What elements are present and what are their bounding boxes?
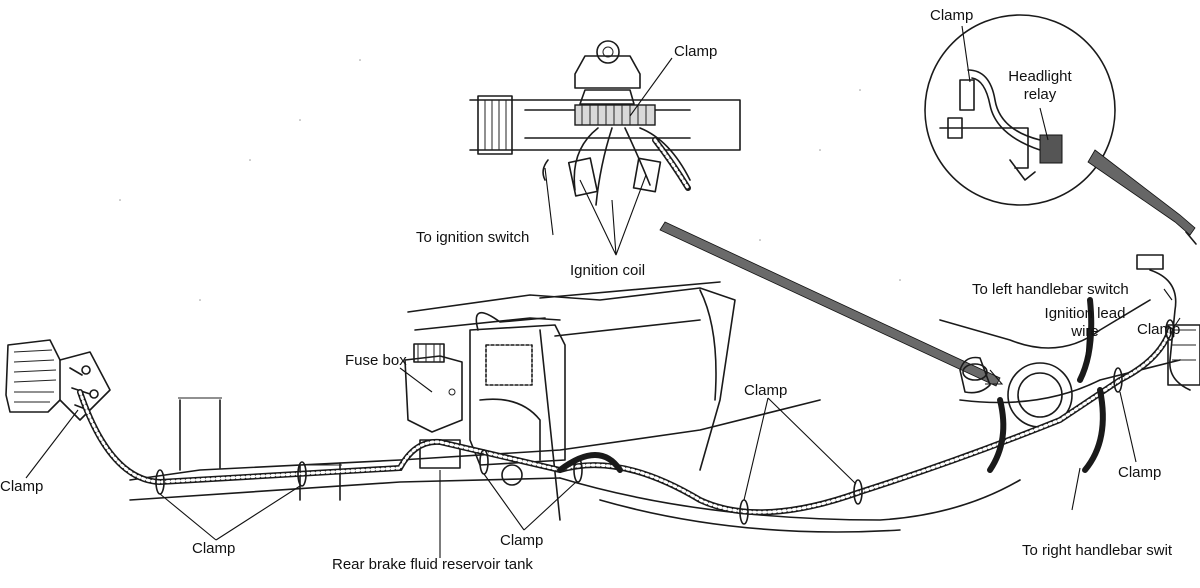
inset-pointer-band xyxy=(1087,149,1196,236)
leader-lines xyxy=(25,25,1181,558)
front-assembly xyxy=(959,254,1200,428)
label-clamp-bottom-left: Clamp xyxy=(192,540,236,557)
label-headlight-relay-line2: relay xyxy=(1023,86,1057,103)
main-harness xyxy=(77,297,1173,516)
coil-pointer-band xyxy=(659,221,1001,387)
label-ignition-lead-wire: Ignition lead wire xyxy=(1030,305,1140,341)
harness-clamps xyxy=(155,319,1175,525)
label-fuse-box: Fuse box xyxy=(345,352,407,369)
headlight-relay-inset xyxy=(924,14,1116,206)
label-clamp-bottom-center: Clamp xyxy=(500,532,544,549)
label-headlight-relay-line1: Headlight xyxy=(1008,68,1072,85)
label-to-ignition-switch: To ignition switch xyxy=(416,229,530,246)
label-clamp-right-upper: Clamp xyxy=(1137,321,1181,338)
label-clamp-middle: Clamp xyxy=(744,382,788,399)
battery-area xyxy=(469,312,566,486)
frame-outline xyxy=(129,281,1181,533)
label-to-left-handlebar-switch: To left handlebar switch xyxy=(972,281,1129,298)
print-speckle xyxy=(119,59,901,301)
fuse-box xyxy=(404,343,463,433)
label-ignition-lead-line2: wire xyxy=(1071,323,1099,340)
label-clamp-left: Clamp xyxy=(0,478,44,495)
label-to-right-handlebar-switch: To right handlebar swit xyxy=(1022,542,1173,559)
label-headlight-relay: Headlight relay xyxy=(1000,68,1080,104)
label-ignition-coil: Ignition coil xyxy=(570,262,646,279)
label-clamp-top: Clamp xyxy=(674,43,718,60)
label-ignition-lead-line1: Ignition lead xyxy=(1044,305,1126,322)
ignition-coil-detail xyxy=(469,40,741,206)
label-clamp-inset: Clamp xyxy=(930,7,974,24)
label-rear-brake-fluid-reservoir-tank: Rear brake fluid reservoir tank xyxy=(332,556,533,573)
label-clamp-right-lower: Clamp xyxy=(1118,464,1162,481)
taillight xyxy=(5,339,111,421)
